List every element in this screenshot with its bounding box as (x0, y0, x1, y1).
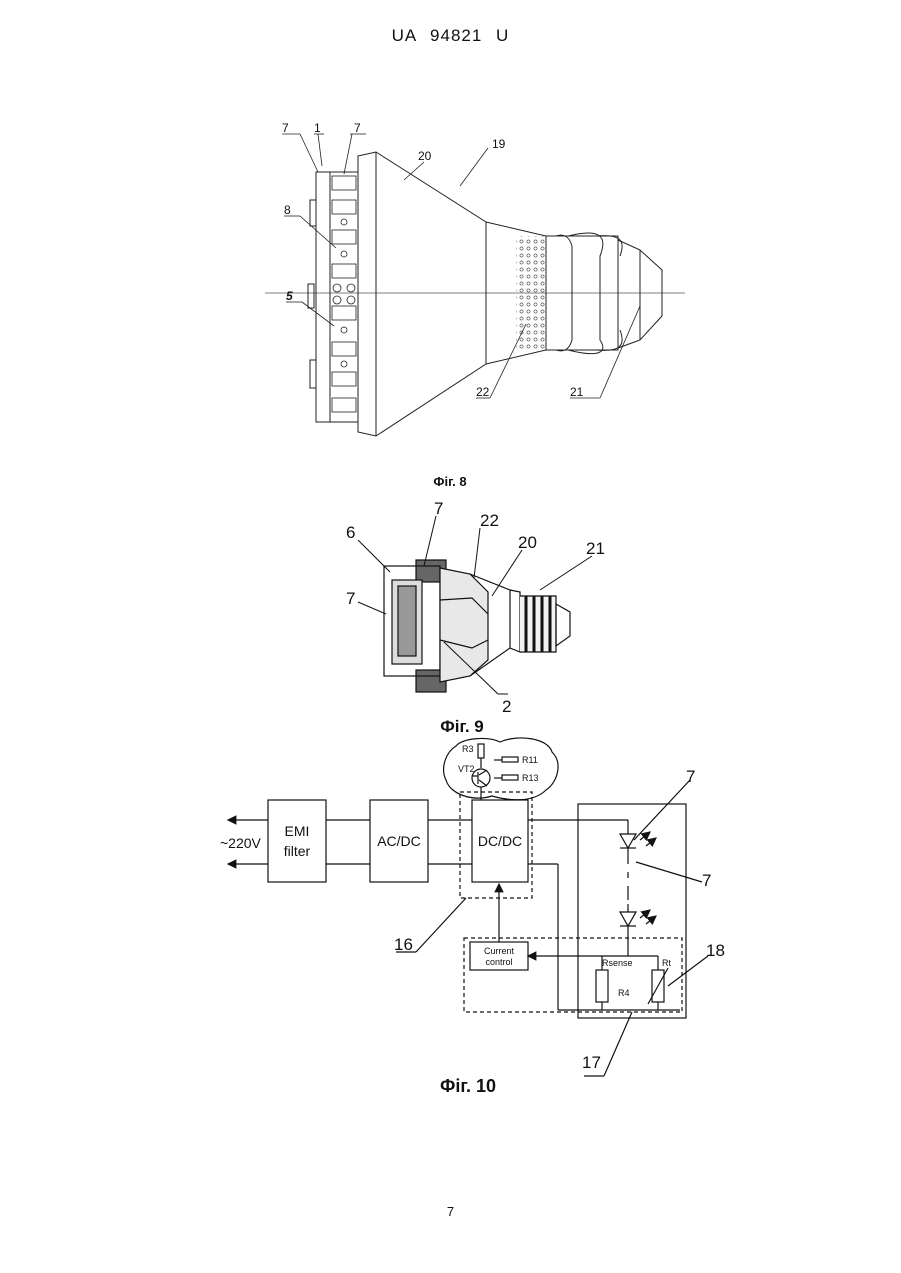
threaded-base (520, 596, 570, 652)
vt2-label: VT2 (458, 764, 475, 774)
ref-label-20: 20 (418, 149, 432, 163)
led-diode (620, 834, 636, 848)
current-control-label-line1: Current (484, 946, 515, 956)
ref-label-21: 21 (570, 385, 584, 399)
ref-label-2: 2 (502, 697, 511, 716)
tab (308, 284, 314, 308)
emi-label-line1: EMI (285, 823, 310, 839)
ref-label-7: 7 (282, 121, 289, 135)
resistor-r3 (478, 744, 484, 758)
ref-label-19: 19 (492, 137, 506, 151)
ref-label-22: 22 (480, 511, 499, 530)
dcdc-label: DC/DC (478, 833, 522, 849)
figure-caption: Фіг. 9 (440, 717, 484, 736)
ref-label-7: 7 (354, 121, 361, 135)
ref-label-7: 7 (702, 871, 711, 890)
led-diode (620, 912, 636, 926)
rsense-label: Rsense (602, 958, 633, 968)
fig9-lamp-3d-view (358, 516, 592, 694)
current-control-label-line2: control (485, 957, 512, 967)
led-module-box (578, 804, 686, 1018)
rt-label: Rt (662, 958, 671, 968)
resistor-r4 (596, 970, 608, 1002)
fig8-lamp-side-view (265, 134, 685, 436)
r3-label: R3 (462, 744, 474, 754)
page-number: 7 (0, 1204, 901, 1219)
acdc-label: AC/DC (377, 833, 421, 849)
ref-label-16: 16 (394, 935, 413, 954)
emi-label-line2: filter (284, 843, 311, 859)
figure-caption: Фіг. 8 (433, 474, 466, 489)
mains-input-label: ~220V (220, 835, 262, 851)
ref-label-1: 1 (314, 121, 321, 135)
ref-label-7: 7 (434, 499, 443, 518)
ref-label-18: 18 (706, 941, 725, 960)
r13-label: R13 (522, 773, 539, 783)
ref-label-20: 20 (518, 533, 537, 552)
fig10-circuit-diagram (228, 738, 708, 1076)
r11-label: R11 (522, 755, 538, 765)
tab (310, 360, 316, 388)
emi-filter-block (268, 800, 326, 882)
ref-label-5: 5 (286, 289, 293, 303)
led-board-edge (316, 172, 330, 422)
ref-label-21: 21 (586, 539, 605, 558)
ref-label-17: 17 (582, 1053, 601, 1072)
ref-label-6: 6 (346, 523, 355, 542)
housing-cone (358, 152, 486, 436)
tab (310, 200, 316, 226)
ref-label-8: 8 (284, 203, 291, 217)
fig10-labels: ~220V EMI filter AC/DC DC/DC Current con… (220, 744, 725, 1096)
ref-label-7: 7 (346, 589, 355, 608)
r4-label: R4 (618, 988, 630, 998)
ref-label-22: 22 (476, 385, 490, 399)
ref-label-7: 7 (686, 767, 695, 786)
transistor-vt2 (472, 769, 490, 787)
figure-caption: Фіг. 10 (440, 1076, 496, 1096)
